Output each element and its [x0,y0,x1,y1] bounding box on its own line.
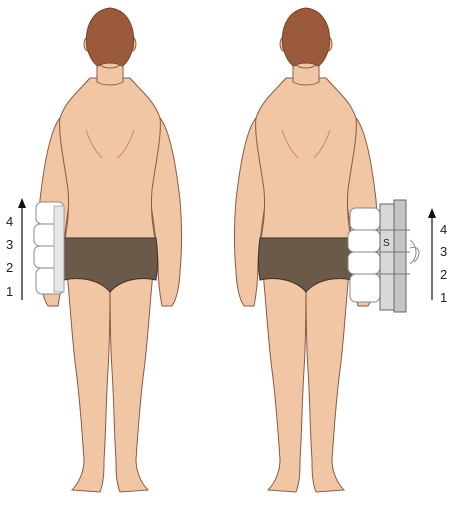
right-figure-hair [282,8,329,66]
right-figure-cushion-stack [348,208,380,302]
right-figure-torso [256,78,357,245]
splint-board-inner [394,200,406,312]
left-figure-leg-left [66,262,110,492]
right-figure-leg-left [262,262,306,492]
left-figure-cushion-stack [34,202,64,294]
figure-left: 4 3 2 1 [6,8,182,492]
left-label-4: 4 [6,214,13,229]
left-label-1: 1 [6,284,13,299]
figure-right: S 4 3 2 1 [235,8,448,492]
left-figure-arrowhead [18,198,26,208]
right-label-4: 4 [440,222,447,237]
cushion-1 [350,274,380,302]
cushion-core [54,206,64,292]
right-figure-arrowhead [428,208,436,218]
right-label-3: 3 [440,244,447,259]
right-label-2: 2 [440,267,447,282]
left-label-2: 2 [6,260,13,275]
cushion-4 [350,208,380,230]
left-figure-hair [86,8,133,66]
cushion-2 [348,252,380,274]
left-label-3: 3 [6,237,13,252]
splint: S [376,200,419,312]
cushion-3 [348,230,380,252]
left-figure-torso [60,78,161,245]
splint-label: S [383,238,390,249]
right-figure-leg-right [306,262,350,492]
left-figure-leg-right [110,262,154,492]
splint-knot [410,240,419,264]
right-label-1: 1 [440,290,447,305]
